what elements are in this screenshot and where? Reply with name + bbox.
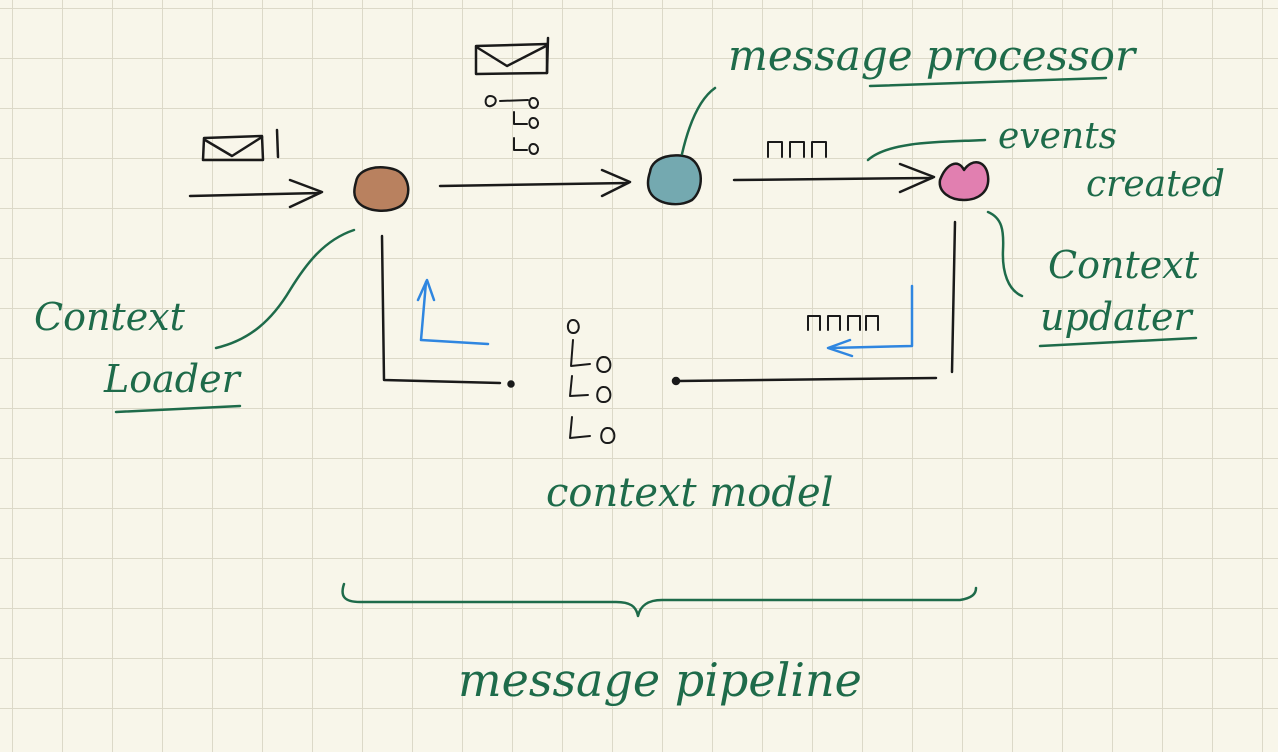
tree-structure-icon [484,95,539,155]
context-loader-label-1: Context [34,295,186,339]
context-updater-label-2: updater [1040,295,1195,339]
context-updater-label-1: Context [1048,243,1200,287]
context-model-label: context model [546,470,833,516]
processor-underline [868,76,1108,88]
created-label: created [1086,164,1225,205]
context-loader-node[interactable] [353,166,410,212]
processor-pointer [680,86,717,156]
events-label: events [998,116,1117,157]
message-pipeline-label: message pipeline [458,653,862,707]
envelope-icon [201,128,280,162]
pipeline-brace [341,582,978,618]
updater-pointer [986,210,1024,298]
event-boxes-icon [807,315,879,331]
context-updater-node[interactable] [938,161,990,202]
envelope-icon [474,36,550,76]
message-processor-node[interactable] [646,154,702,206]
loader-pointer [214,228,356,350]
feedback-loop [380,220,957,388]
updater-underline [1038,336,1198,348]
arrow-processor-to-updater [732,162,936,194]
events-pointer [866,138,987,162]
tree-structure-icon [566,319,616,444]
loader-underline [114,404,242,414]
update-direction-arrow [826,284,914,358]
message-processor-label: message processor [728,31,1138,80]
load-direction-arrow [416,278,490,346]
event-boxes-icon [767,141,827,158]
context-loader-label-2: Loader [103,357,243,401]
arrow-loader-to-processor [438,168,632,198]
incoming-arrow [188,178,324,209]
